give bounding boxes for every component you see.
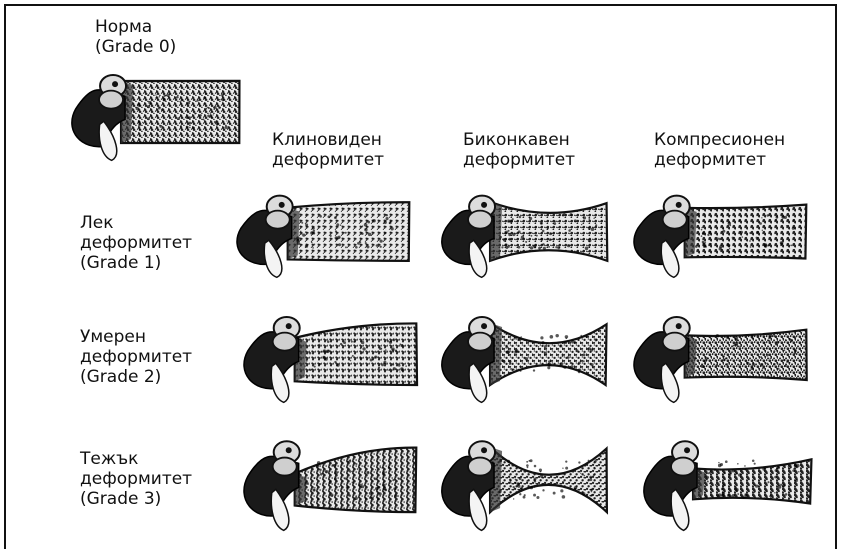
vertebra-compression-grade3 [632, 425, 817, 530]
column-header-biconcave-line2: деформитет [463, 150, 575, 170]
row-label-grade1-line3: (Grade 1) [80, 253, 192, 273]
row-label-grade2: Умерен деформитет (Grade 2) [80, 327, 192, 387]
row-label-grade2-line3: (Grade 2) [80, 367, 192, 387]
vertebra-biconcave-grade3 [430, 425, 612, 530]
row-label-grade3-line1: Тежък [80, 449, 192, 469]
row-label-grade3: Тежък деформитет (Grade 3) [80, 449, 192, 509]
vertebra-wedge-grade1 [225, 182, 415, 277]
vertebra-biconcave-grade2 [430, 302, 612, 402]
column-header-biconcave: Биконкавен деформитет [463, 130, 575, 170]
row-label-grade2-line2: деформитет [80, 347, 192, 367]
normal-label: Норма (Grade 0) [95, 17, 176, 57]
column-header-biconcave-line1: Биконкавен [463, 130, 575, 150]
row-label-grade3-line2: деформитет [80, 469, 192, 489]
row-label-grade1-line1: Лек [80, 213, 192, 233]
row-label-grade1-line2: деформитет [80, 233, 192, 253]
column-header-compression-line2: деформитет [654, 150, 785, 170]
vertebra-compression-grade2 [622, 302, 812, 402]
column-header-compression: Компресионен деформитет [654, 130, 785, 170]
normal-label-line1: Норма [95, 17, 176, 37]
vertebra-biconcave-grade1 [430, 182, 612, 277]
row-label-grade3-line3: (Grade 3) [80, 489, 192, 509]
normal-label-line2: (Grade 0) [95, 37, 176, 57]
row-label-grade2-line1: Умерен [80, 327, 192, 347]
vertebra-wedge-grade3 [232, 425, 422, 530]
vertebra-compression-grade1 [622, 182, 812, 277]
column-header-wedge-line1: Клиновиден [272, 130, 384, 150]
vertebra-normal [60, 60, 245, 160]
column-header-wedge-line2: деформитет [272, 150, 384, 170]
column-header-wedge: Клиновиден деформитет [272, 130, 384, 170]
vertebra-wedge-grade2 [232, 302, 422, 402]
row-label-grade1: Лек деформитет (Grade 1) [80, 213, 192, 273]
column-header-compression-line1: Компресионен [654, 130, 785, 150]
